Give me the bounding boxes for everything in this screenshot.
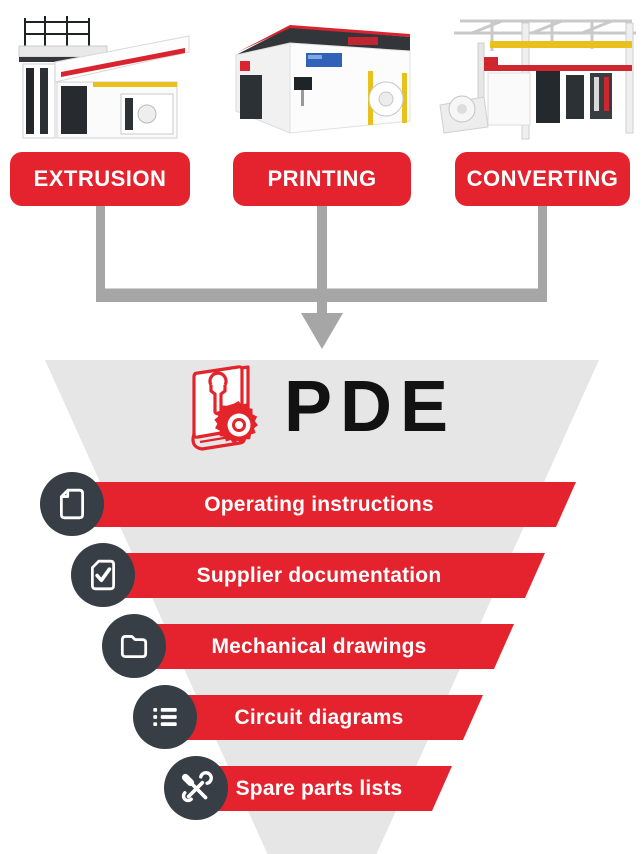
funnel-bar-spare-parts-lists: Spare parts lists — [194, 766, 452, 811]
tools-icon — [164, 756, 228, 820]
funnel-bar-label: Circuit diagrams — [234, 705, 404, 729]
extrusion-label: EXTRUSION — [10, 152, 190, 206]
list-icon — [133, 685, 197, 749]
gear-icon — [214, 400, 258, 444]
funnel-bar-label: Mechanical drawings — [211, 634, 427, 658]
arrow-stem — [317, 206, 327, 314]
extrusion-machine-photo — [18, 16, 190, 139]
down-arrow-icon — [301, 313, 343, 349]
funnel-bar-operating-instructions: Operating instructions — [70, 482, 576, 527]
funnel-bar-mechanical-drawings: Mechanical drawings — [132, 624, 514, 669]
converting-label-text: CONVERTING — [466, 166, 619, 191]
manual-book-wrench-gear-icon — [191, 365, 258, 451]
pde-logo: PDE — [186, 362, 456, 460]
extrusion-label-text: EXTRUSION — [33, 166, 167, 191]
printing-machine-photo — [235, 25, 411, 134]
funnel-bar-label: Spare parts lists — [235, 776, 403, 800]
folder-icon — [102, 614, 166, 678]
funnel-bar-supplier-documentation: Supplier documentation — [101, 553, 545, 598]
printing-label: PRINTING — [233, 152, 411, 206]
printing-label-text: PRINTING — [267, 166, 377, 191]
funnel-bar-label: Supplier documentation — [196, 563, 442, 587]
funnel-bar-circuit-diagrams: Circuit diagrams — [163, 695, 483, 740]
document-icon — [40, 472, 104, 536]
pde-logo-text: PDE — [284, 367, 457, 447]
document-check-icon — [71, 543, 135, 607]
converting-machine-photo — [439, 19, 636, 140]
converting-label: CONVERTING — [455, 152, 630, 206]
funnel-bar-label: Operating instructions — [204, 492, 434, 516]
